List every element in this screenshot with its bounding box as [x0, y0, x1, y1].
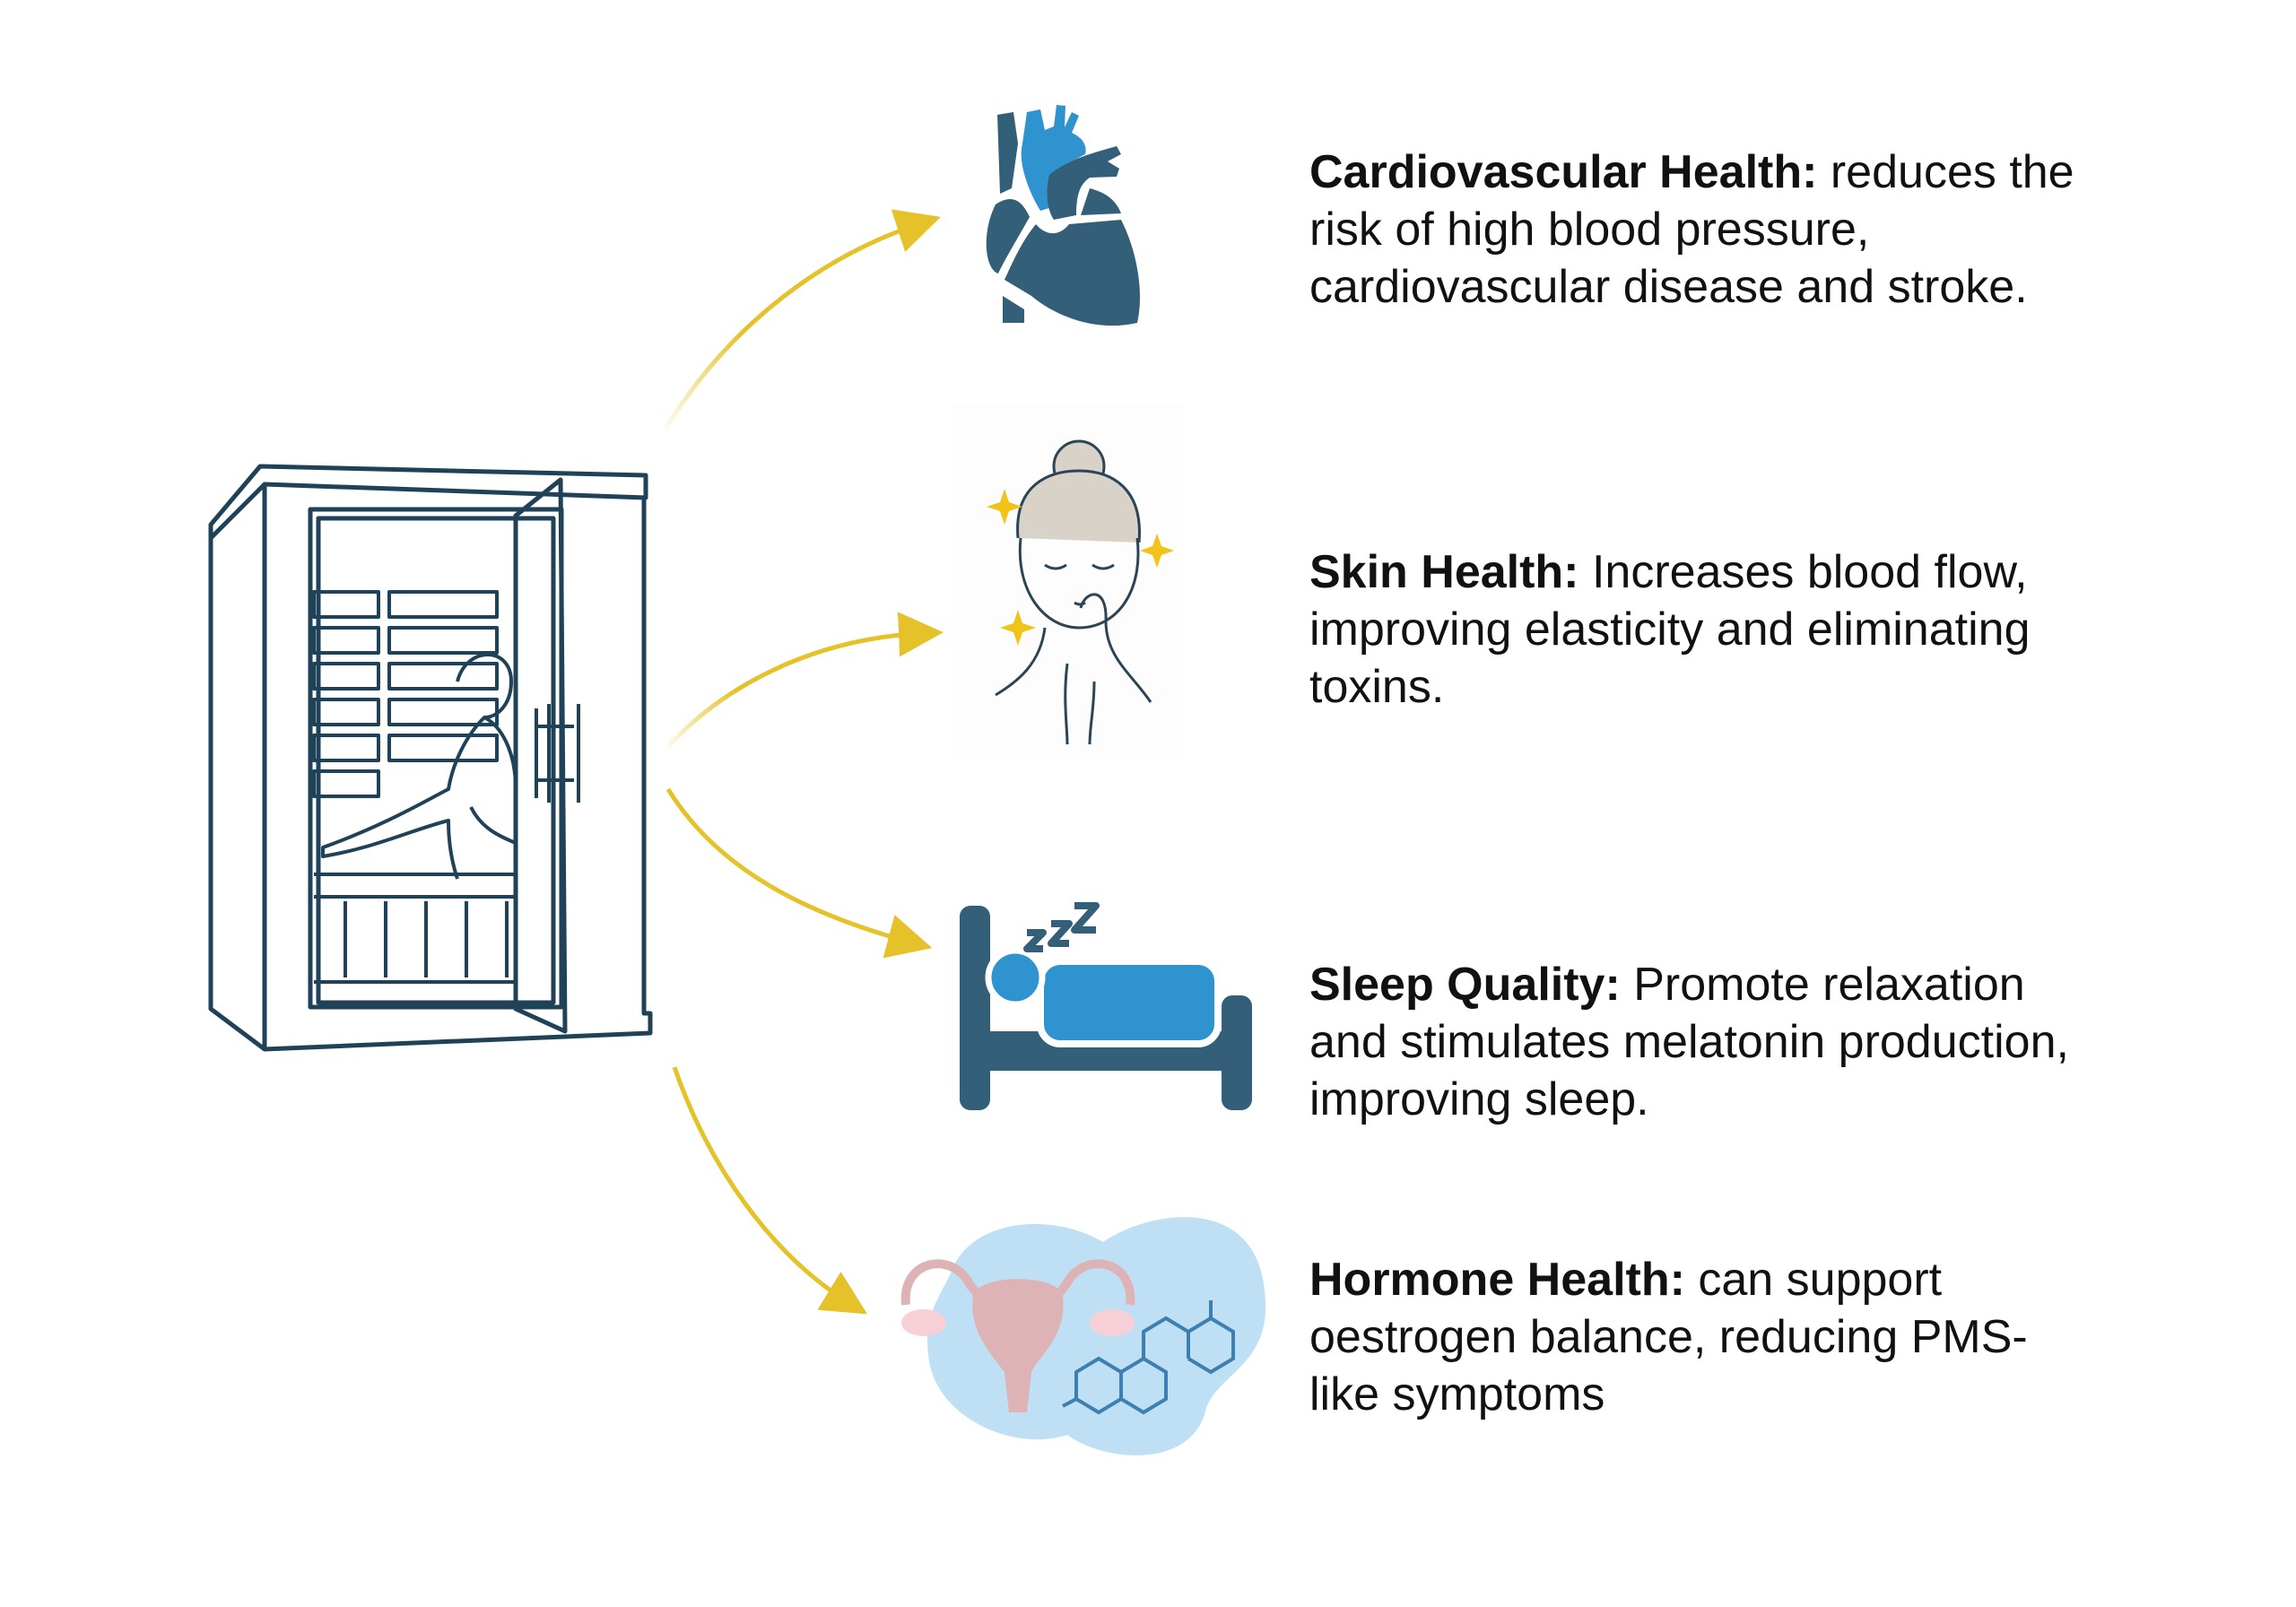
- arrow-skin: [662, 612, 944, 753]
- sleeping-bed-icon: [960, 902, 1252, 1110]
- benefit-cardiovascular: Cardiovascular Health: reduces the risk …: [1309, 143, 2081, 316]
- heart-icon: [986, 105, 1140, 326]
- face-skincare-icon: [953, 404, 1184, 758]
- benefit-sleep: Sleep Quality: Promote relaxation and st…: [1309, 956, 2081, 1128]
- benefit-text: Promote relaxation and stimulates melato…: [1309, 959, 2069, 1125]
- benefit-title: Hormone Health:: [1309, 1254, 1685, 1306]
- benefit-text: can support oestrogen balance, reducing …: [1309, 1254, 2028, 1420]
- benefit-text: Increases blood flow, improving elastici…: [1309, 546, 2031, 713]
- infrared-sauna-icon: [208, 464, 653, 1052]
- arrow-hormone: [672, 1066, 868, 1315]
- benefit-skin: Skin Health: Increases blood flow, impro…: [1309, 543, 2081, 716]
- benefit-title: Sleep Quality:: [1309, 959, 1621, 1011]
- arrows: [659, 209, 944, 1315]
- benefit-text: reduces the risk of high blood pressure,…: [1309, 146, 2074, 313]
- arrow-sleep: [665, 787, 933, 959]
- hormone-uterus-icon: [900, 1217, 1266, 1455]
- benefit-title: Skin Health:: [1309, 546, 1579, 598]
- benefit-hormone: Hormone Health: can support oestrogen ba…: [1309, 1251, 2081, 1423]
- arrow-cardio: [659, 209, 942, 437]
- benefit-title: Cardiovascular Health:: [1309, 146, 1818, 198]
